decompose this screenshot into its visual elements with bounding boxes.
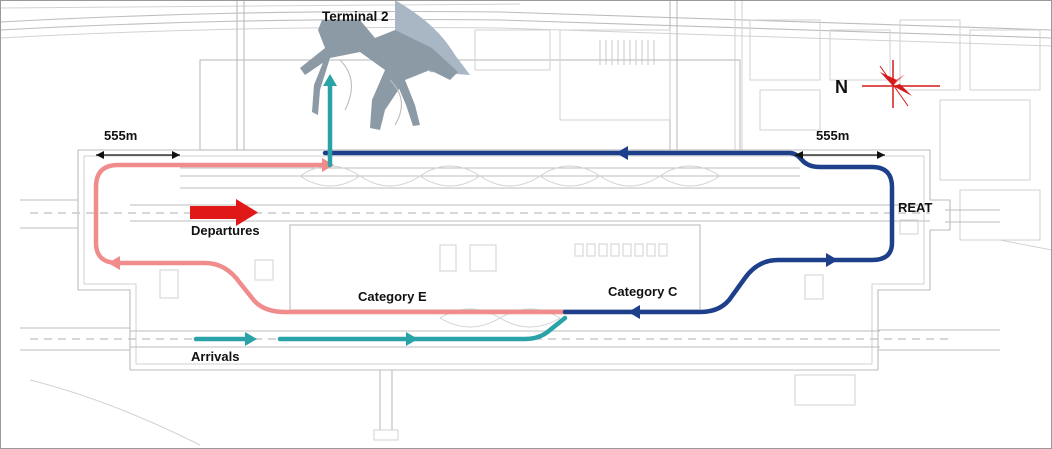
category-e-label: Category E xyxy=(358,289,427,304)
midfield-stands xyxy=(574,243,668,257)
departures-label: Departures xyxy=(191,223,260,238)
pink-arrow-west xyxy=(108,256,120,270)
city-blocks xyxy=(749,19,1052,251)
teal-arrival-route xyxy=(193,74,568,346)
parking-stripes xyxy=(599,40,655,65)
terminal-2-label: Terminal 2 xyxy=(322,9,389,24)
dimension-right-555m xyxy=(795,151,885,159)
navy-arrow-west-top xyxy=(616,146,628,160)
terminal-2-building xyxy=(300,0,470,130)
pink-departure-route xyxy=(93,158,568,315)
reat-label: REAT xyxy=(898,200,932,215)
arrivals-label: Arrivals xyxy=(191,349,239,364)
departures-arrow-icon xyxy=(190,199,258,226)
teal-arrow-north xyxy=(323,74,337,86)
category-c-label: Category C xyxy=(608,284,678,299)
north-label: N xyxy=(835,77,848,97)
navy-reat-route xyxy=(322,146,895,319)
dimension-left-label: 555m xyxy=(104,128,137,143)
dimension-left-555m xyxy=(96,151,180,159)
dimension-right-label: 555m xyxy=(816,128,849,143)
navy-arrow-west-catc xyxy=(628,305,640,319)
teal-arrow-east xyxy=(406,332,418,346)
north-arrow-icon xyxy=(862,60,940,108)
navy-arrow-east-reat xyxy=(826,253,838,267)
